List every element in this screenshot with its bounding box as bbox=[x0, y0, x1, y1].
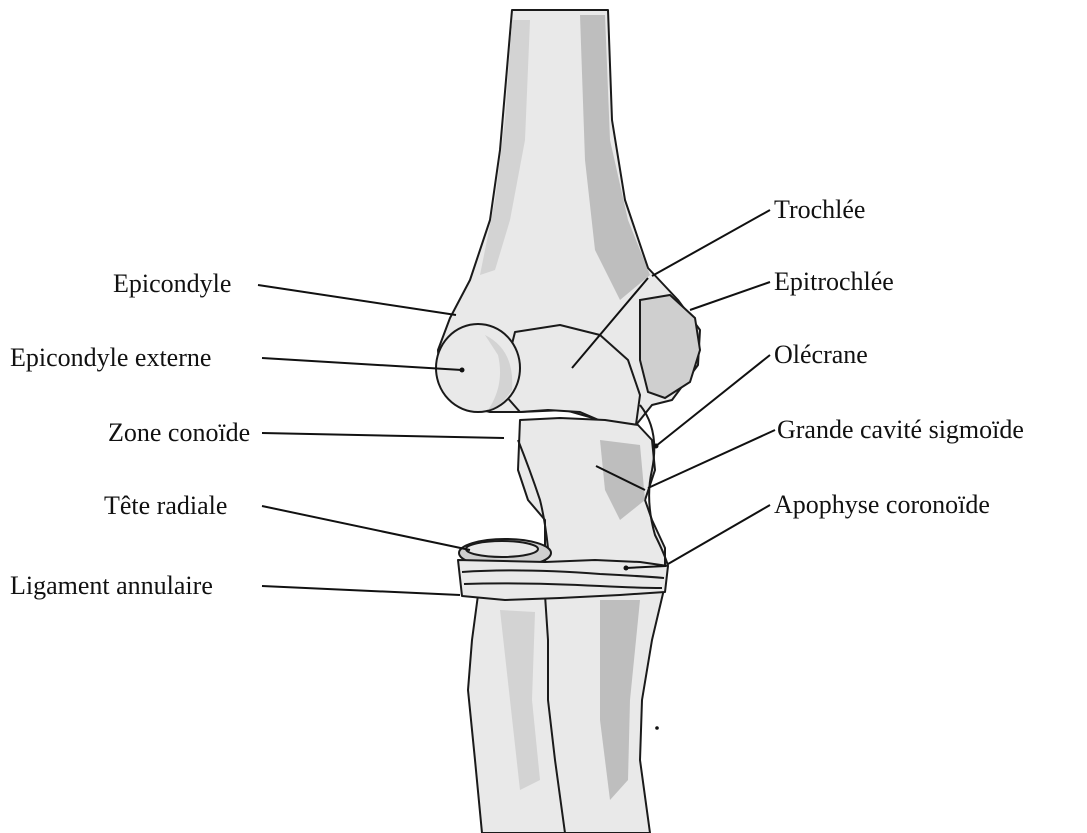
leader-trochlee bbox=[652, 210, 770, 276]
annular-ligament bbox=[458, 560, 668, 600]
leader-tete-radiale bbox=[262, 506, 470, 550]
leader-epicondyle bbox=[258, 285, 456, 315]
label-epicondyle: Epicondyle bbox=[113, 269, 231, 298]
label-tete-radiale: Tête radiale bbox=[104, 491, 227, 520]
label-zone-conoide: Zone conoïde bbox=[108, 418, 250, 447]
label-trochlee: Trochlée bbox=[774, 195, 865, 224]
dot-epicondyle-externe bbox=[460, 368, 465, 373]
label-epitrochlee: Epitrochlée bbox=[774, 267, 894, 296]
dot-olecrane bbox=[654, 444, 659, 449]
dot-apophyse bbox=[624, 566, 629, 571]
label-epicondyle-externe: Epicondyle externe bbox=[10, 343, 211, 372]
leader-zone-conoide bbox=[262, 433, 504, 438]
label-grande-cavite-sigmoide: Grande cavité sigmoïde bbox=[777, 415, 1024, 444]
leader-ligament-annulaire bbox=[262, 586, 460, 595]
leader-epitrochlee bbox=[690, 282, 770, 310]
label-ligament-annulaire: Ligament annulaire bbox=[10, 571, 213, 600]
bones bbox=[436, 10, 700, 833]
label-apophyse-coronoide: Apophyse coronoïde bbox=[774, 490, 990, 519]
radial-head-top bbox=[466, 541, 538, 557]
leader-apophyse-coronoide bbox=[668, 505, 770, 564]
leader-grande-cavite-sigmoide bbox=[648, 430, 775, 488]
dot-stray bbox=[655, 726, 659, 730]
label-olecrane: Olécrane bbox=[774, 340, 868, 369]
leader-epicondyle-externe bbox=[262, 358, 462, 370]
